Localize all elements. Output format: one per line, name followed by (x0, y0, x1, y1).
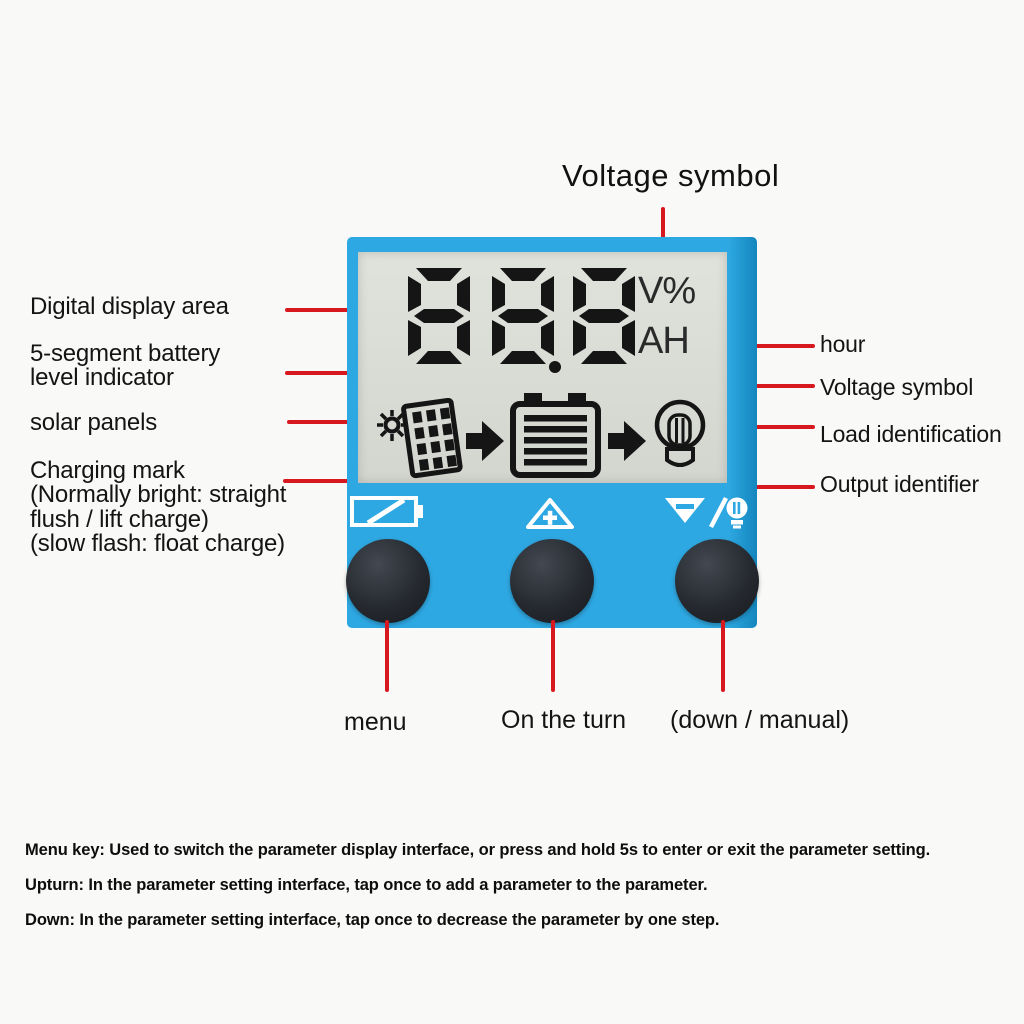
arrow-right-icon (466, 421, 504, 461)
arrow-right-icon (608, 421, 646, 461)
load-bulb-icon (654, 399, 706, 467)
label-load-identification: Load identification (820, 421, 1002, 447)
digits-888-graphic (408, 268, 635, 373)
pointer-line-menu-button (385, 620, 389, 692)
menu-battery-icon (350, 496, 423, 527)
label-voltage-symbol-right: Voltage symbol (820, 374, 974, 400)
pointer-line-load-identification (702, 425, 815, 429)
battery-level-icon (510, 393, 601, 478)
label-up-button: On the turn (501, 706, 627, 734)
label-down-button: (down / manual) (670, 706, 850, 734)
decimal-point (549, 361, 561, 373)
label-charging-mark: Charging mark (Normally bright: straight… (30, 457, 287, 558)
seven-segment-digits (398, 264, 698, 394)
label-solar-panels: solar panels (30, 409, 158, 436)
sun-solar-panel-icon (377, 398, 463, 479)
unit-volt-percent: V% (638, 270, 696, 312)
note-menu-key: Menu key: Used to switch the parameter d… (25, 841, 931, 859)
label-battery-level-indicator: 5-segment battery level indicator (30, 340, 221, 392)
pointer-line-down-button (721, 620, 725, 692)
pointer-line-up-button (551, 620, 555, 692)
label-menu-button: menu (344, 708, 407, 736)
unit-amp-hour: AH (638, 320, 690, 362)
menu-button[interactable] (346, 539, 430, 623)
label-output-identifier: Output identifier (820, 471, 979, 497)
lcd-display: V% AH (358, 252, 727, 483)
note-down: Down: In the parameter setting interface… (25, 911, 720, 929)
pointer-line-solar-panels (287, 420, 373, 424)
down-button[interactable] (675, 539, 759, 623)
up-triangle-plus-icon (526, 498, 574, 529)
label-digital-display-area: Digital display area (30, 293, 229, 320)
up-button[interactable] (510, 539, 594, 623)
note-upturn: Upturn: In the parameter setting interfa… (25, 876, 708, 894)
down-triangle-minus-bulb-icon (665, 496, 748, 529)
label-hour: hour (820, 331, 866, 357)
top-annotation-voltage-symbol: Voltage symbol (562, 158, 780, 193)
